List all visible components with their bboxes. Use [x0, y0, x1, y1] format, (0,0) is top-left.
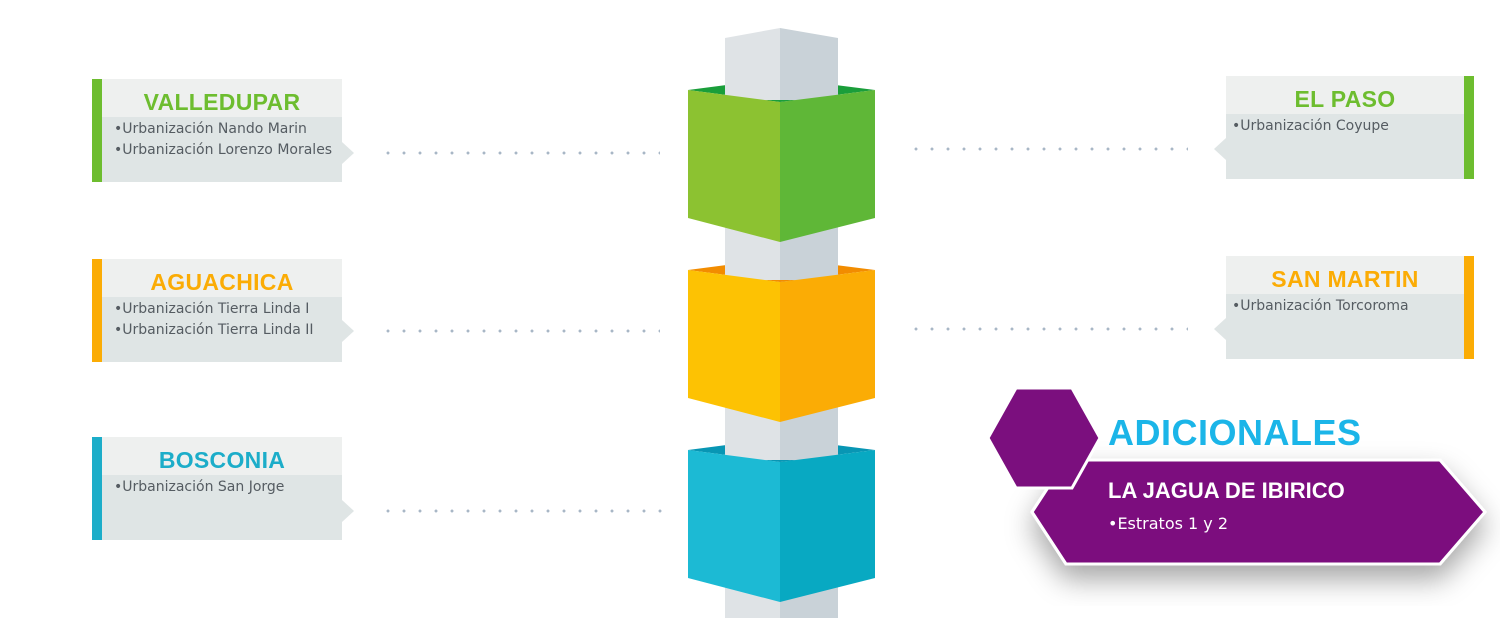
card-valledupar: VALLEDUPAR Urbanización Nando Marin Urba… — [92, 79, 342, 182]
adicionales-title: ADICIONALES — [1108, 412, 1362, 453]
card-el-paso: EL PASO Urbanización Coyupe — [1226, 76, 1474, 179]
teal-cube — [688, 435, 875, 602]
project-list: Urbanización Torcoroma — [1226, 294, 1464, 317]
card-pointer — [342, 320, 354, 342]
adicionales-badge — [986, 386, 1487, 566]
dotted-connector — [380, 509, 665, 513]
card-header: EL PASO — [1226, 76, 1464, 114]
list-item: Urbanización Torcoroma — [1232, 296, 1464, 317]
list-item: Urbanización Lorenzo Morales — [114, 140, 342, 161]
card-header: AGUACHICA — [102, 259, 342, 297]
card-pointer — [1214, 138, 1226, 160]
project-list: Urbanización San Jorge — [102, 475, 342, 498]
card-header: SAN MARTIN — [1226, 256, 1464, 294]
ribbon-banner — [1030, 458, 1487, 566]
list-item: Estratos 1 y 2 — [1108, 514, 1228, 533]
card-header: BOSCONIA — [102, 437, 342, 475]
card-pointer — [342, 142, 354, 164]
card-bosconia: BOSCONIA Urbanización San Jorge — [92, 437, 342, 540]
cube-tower — [688, 28, 875, 618]
dotted-connector — [380, 329, 660, 333]
city-title-aguachica: AGUACHICA — [150, 269, 294, 295]
city-title-valledupar: VALLEDUPAR — [143, 89, 301, 115]
list-item: Urbanización San Jorge — [114, 477, 342, 498]
list-item: Urbanización Coyupe — [1232, 116, 1464, 137]
adicionales-city: LA JAGUA DE IBIRICO — [1108, 478, 1345, 503]
dotted-connector — [908, 147, 1188, 151]
list-item: Urbanización Tierra Linda I — [114, 299, 342, 320]
card-header: VALLEDUPAR — [102, 79, 342, 117]
dotted-connector — [908, 327, 1188, 331]
card-pointer — [1214, 318, 1226, 340]
project-list: Urbanización Tierra Linda I Urbanización… — [102, 297, 342, 341]
list-item: Urbanización Nando Marin — [114, 119, 342, 140]
card-san-martin: SAN MARTIN Urbanización Torcoroma — [1226, 256, 1474, 359]
green-cube — [688, 75, 875, 242]
list-item: Urbanización Tierra Linda II — [114, 320, 342, 341]
dotted-connector — [380, 151, 660, 155]
city-title-san-martin: SAN MARTIN — [1271, 266, 1419, 292]
card-pointer — [342, 500, 354, 522]
project-list: Urbanización Coyupe — [1226, 114, 1464, 137]
orange-cube — [688, 255, 875, 422]
city-title-el-paso: EL PASO — [1294, 86, 1396, 112]
city-title-bosconia: BOSCONIA — [158, 447, 286, 473]
hexagon-icon — [986, 386, 1102, 490]
project-list: Urbanización Nando Marin Urbanización Lo… — [102, 117, 342, 161]
card-aguachica: AGUACHICA Urbanización Tierra Linda I Ur… — [92, 259, 342, 362]
